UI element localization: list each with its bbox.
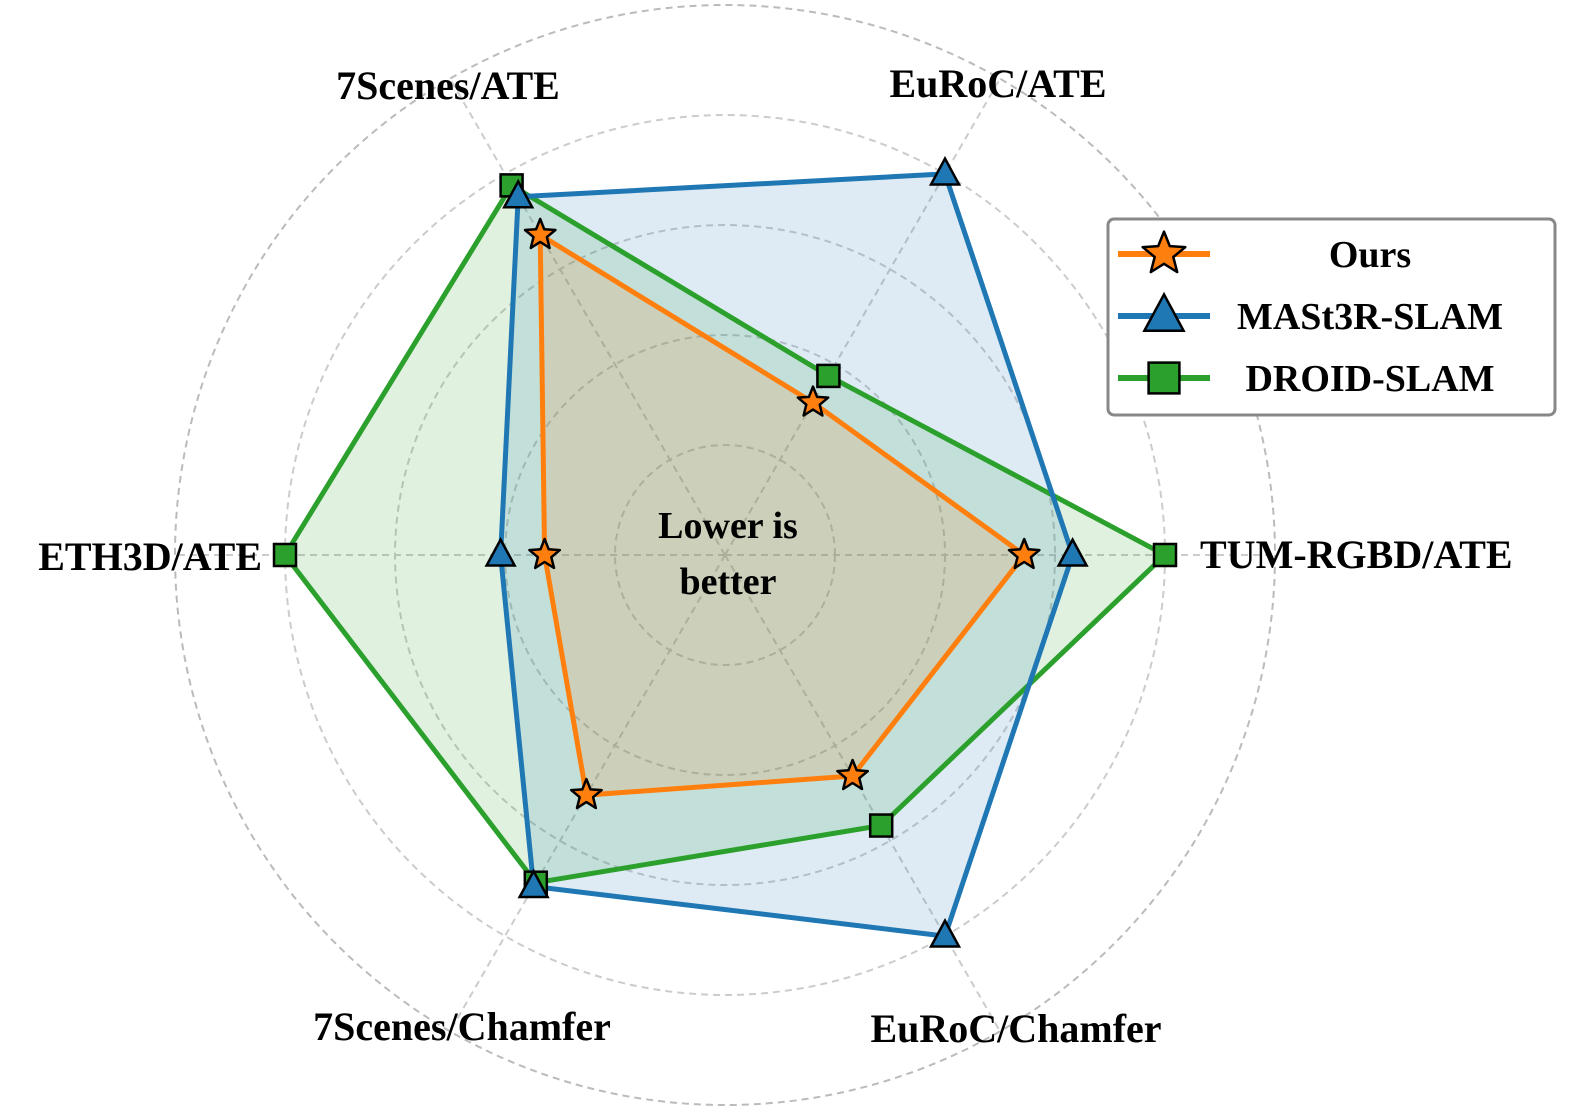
data-point-star [796, 385, 830, 417]
axis-label: ETH3D/ATE [38, 534, 262, 579]
data-point-triangle [517, 868, 550, 899]
data-point-triangle [928, 918, 962, 948]
axis-label: TUM-RGBD/ATE [1200, 532, 1513, 577]
legend-label: Ours [1329, 234, 1411, 276]
grid-spoke [449, 554, 726, 1032]
data-point-star [836, 758, 870, 791]
data-point-square [1147, 361, 1181, 395]
axis-label: 7Scenes/ATE [336, 63, 560, 108]
legend-box [1106, 217, 1557, 417]
legend-label: MASt3R-SLAM [1237, 296, 1503, 338]
axis-label: EuRoC/ATE [889, 61, 1106, 106]
grid-spoke [724, 554, 1001, 1032]
data-point-star [1141, 230, 1187, 274]
data-point-triangle [928, 155, 962, 186]
data-point-star [569, 777, 603, 810]
axis-label: EuRoC/Chamfer [870, 1006, 1161, 1051]
data-point-triangle [1142, 291, 1186, 332]
series-fill [500, 173, 1073, 937]
series-fill [540, 234, 1025, 796]
legend-label: DROID-SLAM [1245, 358, 1494, 400]
data-point-triangle [484, 536, 517, 567]
data-point-star [1007, 537, 1041, 570]
grid-spoke [724, 78, 1001, 556]
series-fill [285, 185, 1165, 883]
center-text-line-2: better [679, 561, 776, 603]
grid-spoke [449, 78, 726, 556]
grid-ring [174, 4, 1276, 1106]
data-point-triangle [502, 178, 535, 209]
data-point-star [523, 217, 557, 250]
center-text-line-1: Lower is [658, 505, 798, 547]
axis-labels: TUM-RGBD/ATE EuRoC/ATE 7Scenes/ATE ETH3D/AT… [38, 61, 1512, 1051]
data-point-square [272, 542, 298, 568]
data-point-triangle [1056, 536, 1089, 567]
data-point-star [528, 537, 562, 570]
data-point-square [868, 813, 894, 838]
axis-label: 7Scenes/Chamfer [313, 1004, 611, 1049]
data-point-square [816, 363, 841, 389]
data-point-square [1152, 542, 1178, 568]
series-markers [272, 155, 1178, 948]
